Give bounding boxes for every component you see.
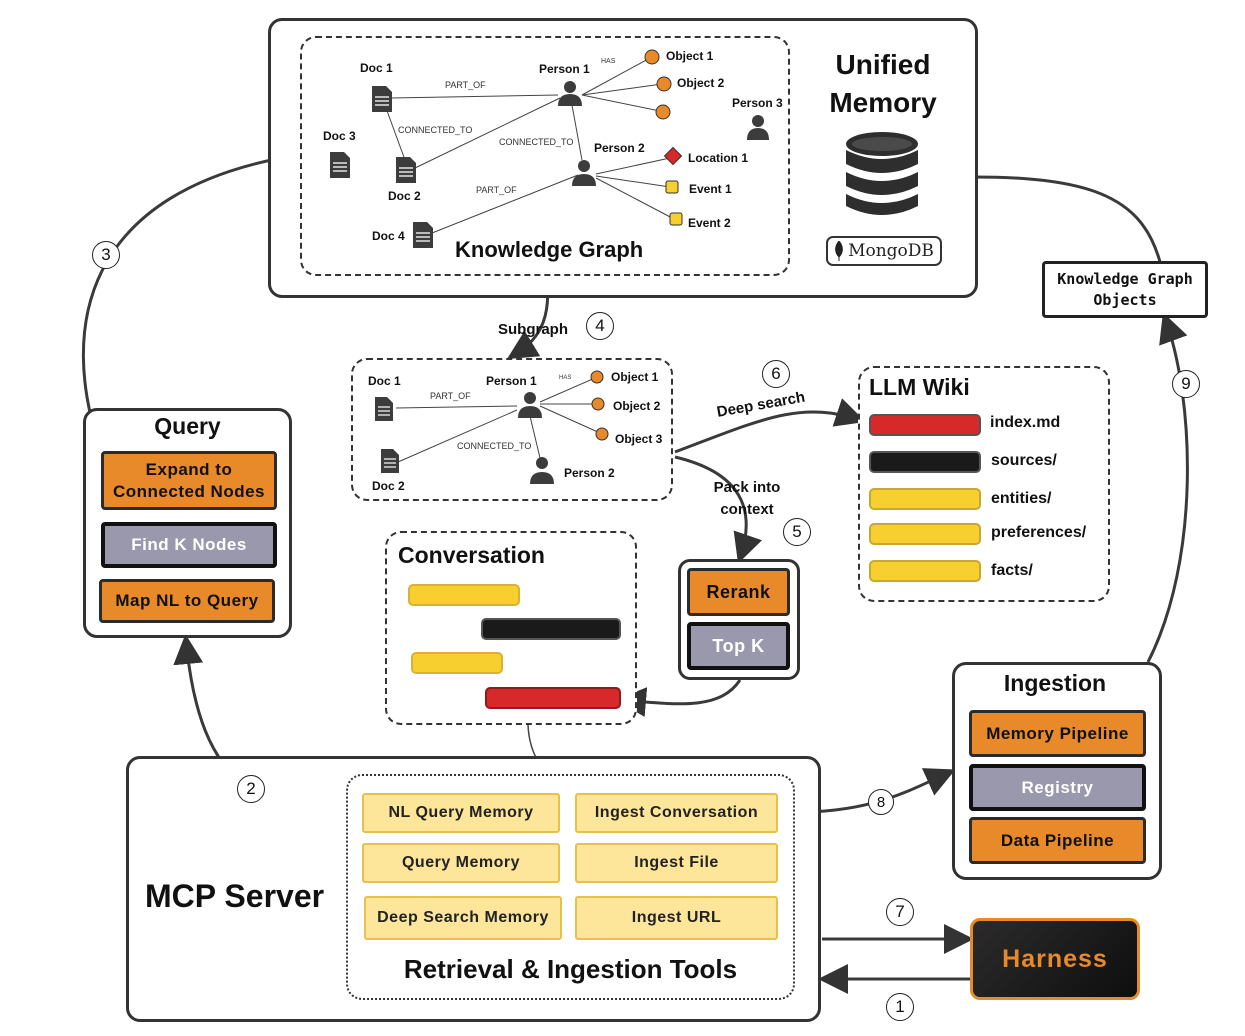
sg-edge-connected-to: CONNECTED_TO <box>457 441 532 451</box>
kg-node-object2: Object 2 <box>677 76 725 90</box>
kg-node-location1: Location 1 <box>688 151 749 165</box>
arrow-rerank-to-conversation <box>616 679 742 718</box>
kg-edge-connected-to-b: CONNECTED_TO <box>499 137 574 147</box>
step-number: 6 <box>762 360 790 388</box>
kg-node-event1: Event 1 <box>689 182 732 196</box>
step-number: 1 <box>886 993 914 1021</box>
kg-node-doc1: Doc 1 <box>360 61 393 75</box>
kg-node-doc2: Doc 2 <box>388 189 421 203</box>
unified-memory-title: Unified Memory <box>829 49 937 118</box>
message-bubble-2 <box>481 618 621 640</box>
kg-edge-has: HAS <box>601 58 616 65</box>
kg-edge-connected-to-a: CONNECTED_TO <box>398 125 473 135</box>
leaf-icon <box>835 241 843 261</box>
step-number: 7 <box>886 898 914 926</box>
kg-node-event2: Event 2 <box>688 216 731 230</box>
ingest-conversation-tool[interactable]: Ingest Conversation <box>575 793 778 833</box>
wiki-bar-index <box>869 414 981 436</box>
mongodb-logo-text: MongoDB <box>848 241 934 261</box>
kg-node-person2: Person 2 <box>594 141 645 155</box>
wiki-bar-preferences <box>869 523 981 545</box>
sg-edge-has: HAS <box>559 375 572 381</box>
knowledge-graph-panel <box>300 36 790 276</box>
step-number: 9 <box>1172 370 1200 398</box>
tools-title: Retrieval & Ingestion Tools <box>403 954 738 984</box>
sg-node-doc2: Doc 2 <box>372 479 405 493</box>
subgraph-panel <box>351 358 673 501</box>
top-k-button[interactable]: Top K <box>687 622 790 670</box>
mcp-server-title: MCP Server <box>145 878 325 914</box>
subgraph-edges <box>375 370 609 484</box>
tools-panel <box>346 774 795 1000</box>
mongodb-logo: MongoDB <box>826 236 942 266</box>
arrow-step-3 <box>81 144 304 449</box>
data-pipeline-button[interactable]: Data Pipeline <box>969 817 1146 864</box>
arrow-step-6 <box>674 398 866 454</box>
llm-wiki-title: LLM Wiki <box>869 374 970 400</box>
kg-objects-box: Knowledge Graph Objects <box>1042 261 1208 318</box>
wiki-item-facts: facts/ <box>991 562 1033 579</box>
kg-node-person1: Person 1 <box>539 62 590 76</box>
wiki-bar-entities <box>869 488 981 510</box>
step-number: 5 <box>783 518 811 546</box>
kg-edge-part-of-b: PART_OF <box>476 185 517 195</box>
kg-edge-part-of-a: PART_OF <box>445 80 486 90</box>
kg-node-person3: Person 3 <box>732 96 783 110</box>
sg-node-object3: Object 3 <box>615 432 663 446</box>
ingestion-title: Ingestion <box>1003 670 1107 696</box>
sg-node-person1: Person 1 <box>486 374 537 388</box>
message-bubble-3 <box>411 652 503 674</box>
find-k-nodes-button[interactable]: Find K Nodes <box>101 522 277 568</box>
deep-search-memory-tool[interactable]: Deep Search Memory <box>364 896 562 940</box>
sg-node-person2: Person 2 <box>564 466 615 480</box>
wiki-item-sources: sources/ <box>991 452 1057 469</box>
arrow-step-9 <box>1146 312 1189 663</box>
wiki-item-index: index.md <box>990 414 1061 431</box>
query-memory-tool[interactable]: Query Memory <box>362 843 560 883</box>
step-number: 8 <box>868 789 894 815</box>
wiki-bar-facts <box>869 560 981 582</box>
step-number: 2 <box>237 775 265 803</box>
ingest-file-tool[interactable]: Ingest File <box>575 843 778 883</box>
kg-node-doc3: Doc 3 <box>323 129 356 143</box>
arrow-step-5 <box>674 455 762 564</box>
knowledge-graph-edges <box>330 49 769 248</box>
conversation-title: Conversation <box>398 542 545 568</box>
arrow-to-database <box>916 162 1162 263</box>
registry-button[interactable]: Registry <box>969 764 1146 811</box>
query-title: Query <box>154 413 221 439</box>
sg-node-object1: Object 1 <box>611 370 659 384</box>
message-bubble-4 <box>485 687 621 709</box>
sg-node-object2: Object 2 <box>613 399 661 413</box>
kg-objects-label: Knowledge Graph Objects <box>1057 269 1193 309</box>
step-number: 4 <box>586 312 614 340</box>
expand-connected-nodes-button[interactable]: Expand to Connected Nodes <box>101 451 277 510</box>
pack-into-context-label: Pack into context <box>713 479 781 518</box>
step-number: 3 <box>92 241 120 269</box>
subgraph-label: Subgraph <box>498 321 568 338</box>
wiki-item-preferences: preferences/ <box>991 524 1087 541</box>
map-nl-to-query-button[interactable]: Map NL to Query <box>99 579 275 623</box>
knowledge-graph-title: Knowledge Graph <box>455 237 644 262</box>
nl-query-memory-tool[interactable]: NL Query Memory <box>362 793 560 833</box>
wiki-bar-sources <box>869 451 981 473</box>
memory-pipeline-button[interactable]: Memory Pipeline <box>969 710 1146 757</box>
sg-node-doc1: Doc 1 <box>368 374 401 388</box>
message-bubble-1 <box>408 584 520 606</box>
harness-button[interactable]: Harness <box>970 918 1140 1000</box>
wiki-item-entities: entities/ <box>991 490 1052 507</box>
kg-node-doc4: Doc 4 <box>372 229 405 243</box>
ingest-url-tool[interactable]: Ingest URL <box>575 896 778 940</box>
rerank-button[interactable]: Rerank <box>687 568 790 616</box>
sg-edge-part-of: PART_OF <box>430 391 471 401</box>
kg-node-object1: Object 1 <box>666 49 714 63</box>
database-icon <box>846 132 918 215</box>
